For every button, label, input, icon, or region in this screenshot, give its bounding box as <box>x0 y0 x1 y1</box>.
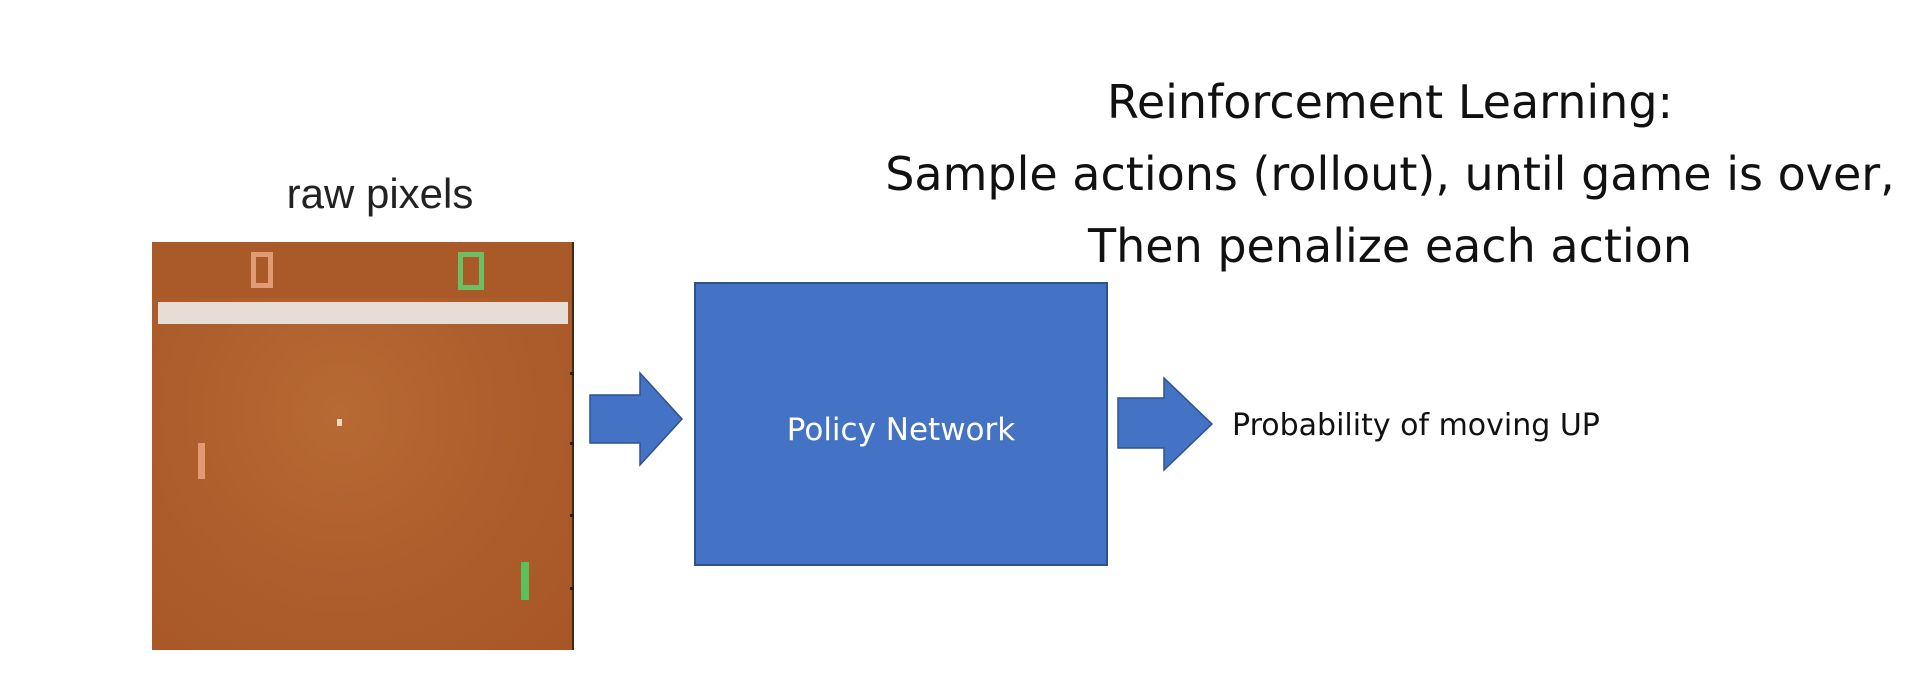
left-score-digit <box>251 252 273 288</box>
policy-network-box: Policy Network <box>694 282 1108 566</box>
pong-game-screen <box>152 242 574 650</box>
right-score-digit <box>458 252 484 290</box>
input-arrow-icon <box>589 371 684 467</box>
right-paddle <box>521 562 529 600</box>
edge-tick <box>570 587 574 590</box>
title-line-1: Reinforcement Learning: <box>1106 75 1674 129</box>
output-arrow-icon <box>1117 376 1214 472</box>
title-line-3: Then penalize each action <box>1088 219 1692 273</box>
score-bar <box>152 242 572 298</box>
raw-pixels-label: raw pixels <box>286 170 474 217</box>
policy-network-label: Policy Network <box>786 412 1016 448</box>
edge-tick <box>570 514 574 517</box>
edge-tick <box>570 372 574 375</box>
edge-tick <box>570 442 574 445</box>
output-label: Probability of moving UP <box>1232 408 1600 443</box>
left-paddle <box>198 443 205 479</box>
top-wall <box>158 302 568 324</box>
diagram-title: Reinforcement Learning: Sample actions (… <box>840 66 1929 282</box>
title-line-2: Sample actions (rollout), until game is … <box>885 147 1895 201</box>
ball <box>337 419 342 426</box>
